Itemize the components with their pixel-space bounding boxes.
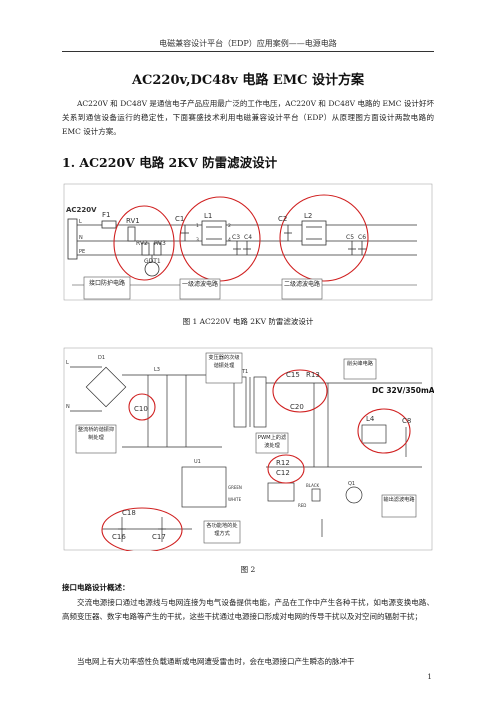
fig2-terminal-l: L	[66, 360, 69, 366]
component-q1: Q1	[348, 481, 355, 487]
intro-paragraph: AC220V 和 DC48V 是通信电子产品应用最广泛的工作电压，AC220V …	[62, 99, 434, 136]
pin-1-label: 1	[196, 223, 199, 229]
component-gdt1: GDT1	[144, 258, 161, 265]
component-c4: C4	[244, 234, 252, 241]
component-c16: C16	[112, 533, 126, 541]
callout-ground-handling: 各功能地的处理方式	[206, 523, 238, 537]
component-c15: C15	[286, 371, 300, 379]
component-r12: R12	[276, 459, 290, 467]
component-rv3: RV3	[154, 240, 166, 247]
body-paragraph-2: 当电网上有大功率感性负载通断或电网遭受雷击时，会在电源接口产生瞬态的脉冲干	[77, 657, 355, 666]
figure-1-caption: 图 1 AC220V 电路 2KV 防雷滤波设计	[182, 317, 314, 326]
figure-1-schematic: AC220V L N PE F1 RV1 RV2 RV3 GDT1 C1 L1 …	[63, 183, 433, 301]
component-l2: L2	[304, 212, 312, 220]
component-d1: D1	[98, 355, 105, 361]
wire-white: WHITE	[228, 497, 242, 502]
pin-4-label: 4	[228, 237, 231, 243]
component-t1: T1	[241, 369, 248, 375]
component-l1: L1	[204, 212, 212, 220]
callout-output-filter: 输出滤波电路	[383, 497, 415, 503]
wire-black: BLACK	[306, 483, 320, 488]
wire-green: GREEN	[228, 485, 242, 490]
callout-bridge-resonance: 整流桥的谐振抑制处理	[77, 427, 115, 441]
terminal-n-label: N	[79, 235, 83, 241]
component-f1: F1	[102, 211, 110, 219]
component-l3: L3	[154, 367, 160, 373]
component-c5: C5	[346, 234, 354, 241]
fig2-terminal-n: N	[66, 404, 70, 410]
component-c6: C6	[358, 234, 366, 241]
dc-output-label: DC 32V/350mA	[372, 386, 434, 395]
component-c18: C18	[122, 509, 136, 517]
component-r13: R13	[306, 371, 320, 379]
component-c12: C12	[276, 469, 290, 477]
terminal-pe-label: PE	[79, 249, 85, 255]
page-header: 电磁兼容设计平台（EDP）应用案例——电源电路	[159, 39, 337, 48]
document-title: AC220v,DC48v 电路 EMC 设计方案	[131, 73, 365, 88]
source-label: AC220V	[66, 206, 97, 214]
callout-spike-clipper: 削尖峰电路	[347, 361, 373, 367]
wire-red: RED	[298, 503, 306, 508]
terminal-l-label: L	[79, 219, 82, 225]
component-rv2: RV2	[136, 240, 148, 247]
section-heading-2: 接口电路设计概述：	[62, 583, 130, 592]
callout-stage2-filter: 二级滤波电路	[283, 281, 320, 288]
callout-secondary-resonance: 变压器的次级谐振处理	[208, 355, 240, 369]
component-rv1: RV1	[126, 217, 140, 225]
pin-2-label: 2	[228, 223, 231, 229]
header-divider	[62, 51, 434, 52]
figure-2-caption: 图 2	[240, 565, 256, 574]
component-c2: C2	[278, 215, 287, 223]
component-u1: U1	[194, 459, 201, 465]
component-c3: C3	[232, 234, 240, 241]
pin-3-label: 3	[196, 237, 199, 243]
component-c20: C20	[290, 403, 304, 411]
body-paragraph-1: 交流电源接口通过电源线与电网连接为电气设备提供电能，产品在工作中产生各种干扰，如…	[62, 598, 434, 621]
page-number: 1	[427, 672, 432, 681]
callout-pwm-filter: PWM上的滤波处理	[257, 435, 287, 449]
section-heading-1: 1. AC220V 电路 2KV 防雷滤波设计	[62, 155, 278, 170]
component-c8: C8	[402, 417, 411, 425]
component-l4: L4	[366, 415, 375, 423]
figure-2-schematic: L N DC 32V/350mA C10 C15 R13 C20 R12 C12…	[63, 347, 434, 551]
component-c10: C10	[134, 405, 148, 413]
component-c1: C1	[175, 215, 184, 223]
callout-interface-protection: 接口防护电路	[88, 280, 125, 287]
callout-stage1-filter: 一级滤波电路	[181, 281, 218, 288]
component-c17: C17	[152, 533, 166, 541]
